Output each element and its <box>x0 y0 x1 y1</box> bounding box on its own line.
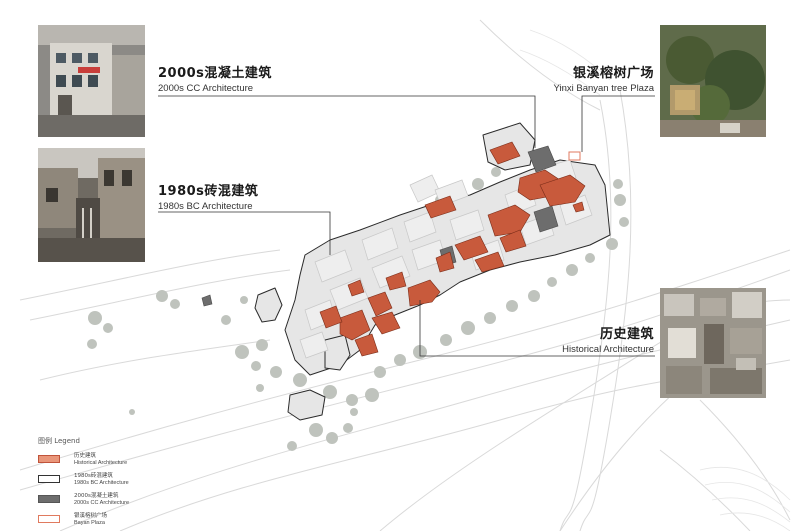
photo-historical-architecture <box>660 288 766 398</box>
legend-swatch-bc <box>38 475 60 483</box>
callout-banyan-cn: 银溪榕树广场 <box>572 66 654 81</box>
callout-banyan-en: Yinxi Banyan tree Plaza <box>553 83 654 94</box>
legend-item-historical: 历史建筑 Historical Architecture <box>38 453 238 473</box>
callout-cc-cn: 2000s混凝土建筑 <box>158 66 272 81</box>
legend-item-banyan: 银溪榕树广场 Bayan Plaza <box>38 513 238 531</box>
road-lines <box>19 19 791 531</box>
legend-label-cn: 1980s砖混建筑 <box>74 473 113 479</box>
cc-architecture <box>201 145 559 307</box>
callout-historical-cn: 历史建筑 <box>599 327 654 342</box>
legend-label-en: Bayan Plaza <box>74 519 105 526</box>
legend-label-cn: 历史建筑 <box>74 453 97 459</box>
callout-banyan-plaza: 银溪榕树广场 Yinxi Banyan tree Plaza <box>553 62 654 94</box>
historical-architecture <box>319 141 586 357</box>
legend-label-cn: 银溪榕树广场 <box>74 513 108 519</box>
tree-canopy <box>87 167 629 451</box>
legend-label-en: 2000s CC Architecture <box>74 499 130 506</box>
legend-swatch-cc <box>38 495 60 503</box>
legend-title: 图例 Legend <box>38 437 80 445</box>
leader-lines <box>158 95 655 357</box>
callout-historical-en: Historical Architecture <box>562 344 654 355</box>
callout-historical-architecture: 历史建筑 Historical Architecture <box>562 323 654 355</box>
legend-label-en: 1980s BC Architecture <box>74 479 129 486</box>
photo-bc-architecture <box>38 148 145 262</box>
callout-cc-en: 2000s CC Architecture <box>158 83 254 94</box>
photo-banyan-plaza <box>660 25 766 137</box>
callout-bc-en: 1980s BC Architecture <box>158 201 253 212</box>
photo-cc-architecture <box>38 25 145 137</box>
callout-bc-cn: 1980s砖混建筑 <box>158 184 259 199</box>
callout-cc-architecture: 2000s混凝土建筑 2000s CC Architecture <box>158 62 272 94</box>
legend-swatch-banyan <box>38 515 60 523</box>
legend-label-cn: 2000s混凝土建筑 <box>74 493 119 499</box>
legend-swatch-historical <box>38 455 60 463</box>
legend-item-bc: 1980s砖混建筑 1980s BC Architecture <box>38 473 238 493</box>
callout-bc-architecture: 1980s砖混建筑 1980s BC Architecture <box>158 180 258 212</box>
banyan-plaza-marker <box>568 151 581 161</box>
contour-lines <box>519 29 791 531</box>
legend-label-en: Historical Architecture <box>74 459 128 466</box>
legend-item-cc: 2000s混凝土建筑 2000s CC Architecture <box>38 493 238 513</box>
legend: 图例 Legend 历史建筑 Historical Architecture 1… <box>38 436 238 531</box>
